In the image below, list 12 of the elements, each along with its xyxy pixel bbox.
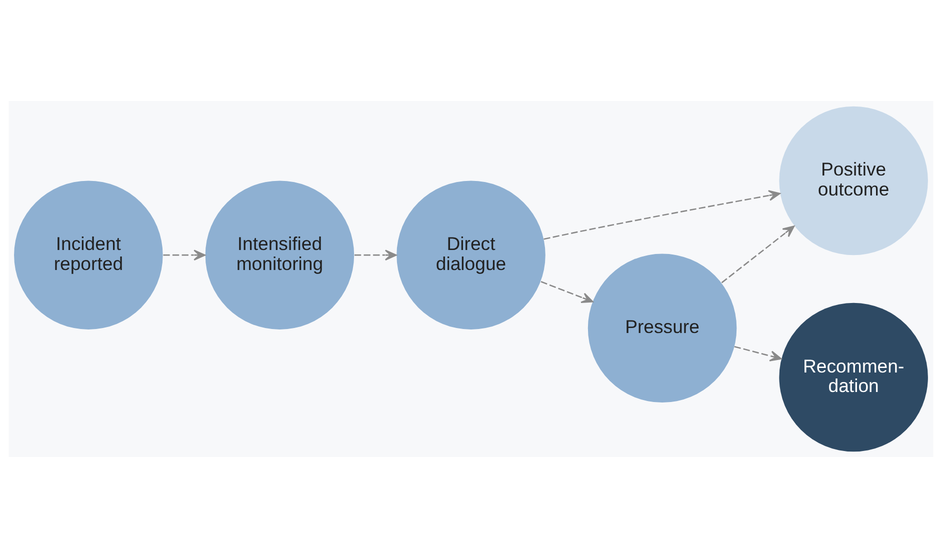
node-circle: Intensified monitoring	[205, 180, 354, 329]
node-circle: Direct dialogue	[396, 180, 546, 329]
arrow	[734, 345, 782, 361]
arrow	[163, 249, 206, 260]
node-circle: Positive outcome	[779, 106, 928, 255]
arrow	[721, 225, 795, 283]
arrow	[354, 249, 397, 260]
arrow	[540, 280, 594, 302]
arrow	[544, 190, 780, 240]
node-circle: Recommen- dation	[779, 302, 928, 452]
node-circle: Incident reported	[14, 180, 163, 329]
node-circle: Pressure	[588, 253, 737, 402]
